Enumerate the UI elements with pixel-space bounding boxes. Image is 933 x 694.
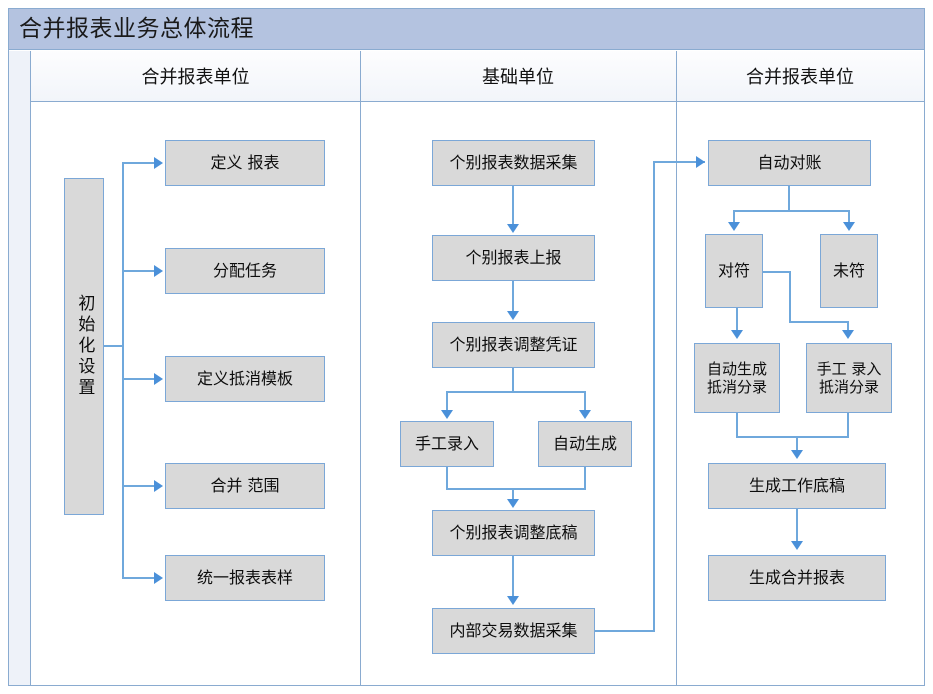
connector-matched-down [736, 308, 738, 331]
node-auto-gen-offset-entry[interactable]: 自动生成 抵消分录 [694, 343, 780, 413]
arrow-to-internal-collect [507, 596, 519, 605]
connector-init-to-offset-template [122, 378, 156, 380]
arrow-to-assign-task [154, 265, 163, 277]
node-merge-scope[interactable]: 合并 范围 [165, 463, 325, 509]
connector-auto-gen-down [736, 413, 738, 437]
node-individual-submit[interactable]: 个别报表上报 [432, 235, 595, 281]
connector-offsets-merge-bar [736, 436, 849, 438]
node-auto-generate[interactable]: 自动生成 [538, 421, 632, 467]
arrow-to-merge-scope [154, 480, 163, 492]
connector-internal-to-reconcile [653, 161, 705, 163]
lane-header-left: 合并报表单位 [31, 51, 360, 102]
connector-worksheet-to-report [796, 509, 798, 543]
connector-matched-right [763, 271, 791, 273]
connector-init-to-define-report [122, 162, 156, 164]
node-matched[interactable]: 对符 [705, 234, 763, 308]
connector-draft-to-internal [512, 556, 514, 598]
node-unified-report-style[interactable]: 统一报表表样 [165, 555, 325, 601]
connector-manual-down [446, 467, 448, 489]
connector-voucher-to-auto [584, 391, 586, 412]
node-individual-collect[interactable]: 个别报表数据采集 [432, 140, 595, 186]
connector-merge-stem [512, 488, 514, 501]
connector-voucher-to-manual [446, 391, 448, 412]
connector-voucher-split-bar [446, 391, 585, 393]
arrow-matched-to-auto-gen [731, 330, 743, 339]
diagram-title-bar: 合并报表业务总体流程 [9, 9, 924, 50]
connector-reconcile-to-matched [733, 210, 735, 224]
connector-matched-elbow-down [789, 271, 791, 322]
node-auto-reconcile[interactable]: 自动对账 [708, 140, 871, 186]
arrow-to-matched [728, 222, 740, 231]
arrow-to-auto-generate [579, 410, 591, 419]
arrow-to-manual-offset [842, 330, 854, 339]
connector-submit-to-voucher [512, 281, 514, 313]
arrow-to-manual-entry [441, 410, 453, 419]
left-gutter-column [9, 51, 31, 685]
manual-offset-line2: 抵消分录 [818, 378, 879, 396]
arrow-submit-to-voucher [507, 311, 519, 320]
connector-reconcile-stem [788, 186, 790, 211]
connector-init-bus [122, 163, 124, 578]
manual-offset-line1: 手工 录入 [816, 359, 882, 378]
lane-divider-2 [676, 51, 677, 685]
node-assign-task[interactable]: 分配任务 [165, 248, 325, 294]
connector-reconcile-to-unmatched [848, 210, 850, 224]
arrow-collect-to-submit [507, 224, 519, 233]
connector-voucher-stem [512, 368, 514, 392]
node-init[interactable]: 初始化设置 [64, 178, 104, 515]
node-individual-adjust-draft[interactable]: 个别报表调整底稿 [432, 510, 595, 556]
node-individual-adjust-voucher[interactable]: 个别报表调整凭证 [432, 322, 595, 368]
connector-merge-bar [446, 488, 586, 490]
connector-internal-right [595, 630, 655, 632]
arrow-to-auto-reconcile [696, 156, 705, 168]
node-gen-worksheet[interactable]: 生成工作底稿 [708, 463, 886, 509]
auto-gen-offset-line2: 抵消分录 [706, 378, 767, 396]
arrow-to-adjust-draft [507, 499, 519, 508]
connector-init-to-merge-scope [122, 485, 156, 487]
connector-init-trunk [104, 345, 124, 347]
connector-reconcile-split-bar [733, 210, 850, 212]
arrow-to-gen-worksheet [791, 450, 803, 459]
node-manual-offset-entry[interactable]: 手工 录入 抵消分录 [806, 343, 892, 413]
connector-manual-offset-down [847, 413, 849, 437]
auto-gen-offset-line1: 自动生成 [706, 359, 767, 378]
arrow-to-unmatched [843, 222, 855, 231]
node-internal-trade-collect[interactable]: 内部交易数据采集 [432, 608, 595, 654]
lane-divider-1 [360, 51, 361, 685]
lane-header-right: 合并报表单位 [676, 51, 924, 102]
arrow-to-offset-template [154, 373, 163, 385]
connector-collect-to-submit [512, 186, 514, 226]
lane-header-middle: 基础单位 [360, 51, 676, 102]
page-title: 合并报表业务总体流程 [19, 15, 254, 42]
connector-init-to-report-style [122, 577, 156, 579]
connector-init-to-assign-task [122, 270, 156, 272]
connector-to-manual-offset [847, 321, 849, 331]
connector-auto-down [584, 467, 586, 489]
arrow-to-report-style [154, 572, 163, 584]
node-define-offset-template[interactable]: 定义抵消模板 [165, 356, 325, 402]
connector-matched-elbow-right [789, 321, 849, 323]
node-manual-entry[interactable]: 手工录入 [400, 421, 494, 467]
node-unmatched[interactable]: 未符 [820, 234, 878, 308]
arrow-to-define-report [154, 157, 163, 169]
node-gen-merged-report[interactable]: 生成合并报表 [708, 555, 886, 601]
connector-offsets-merge-stem [796, 436, 798, 452]
arrow-to-gen-merged-report [791, 541, 803, 550]
node-define-report[interactable]: 定义 报表 [165, 140, 325, 186]
connector-internal-up [653, 162, 655, 632]
